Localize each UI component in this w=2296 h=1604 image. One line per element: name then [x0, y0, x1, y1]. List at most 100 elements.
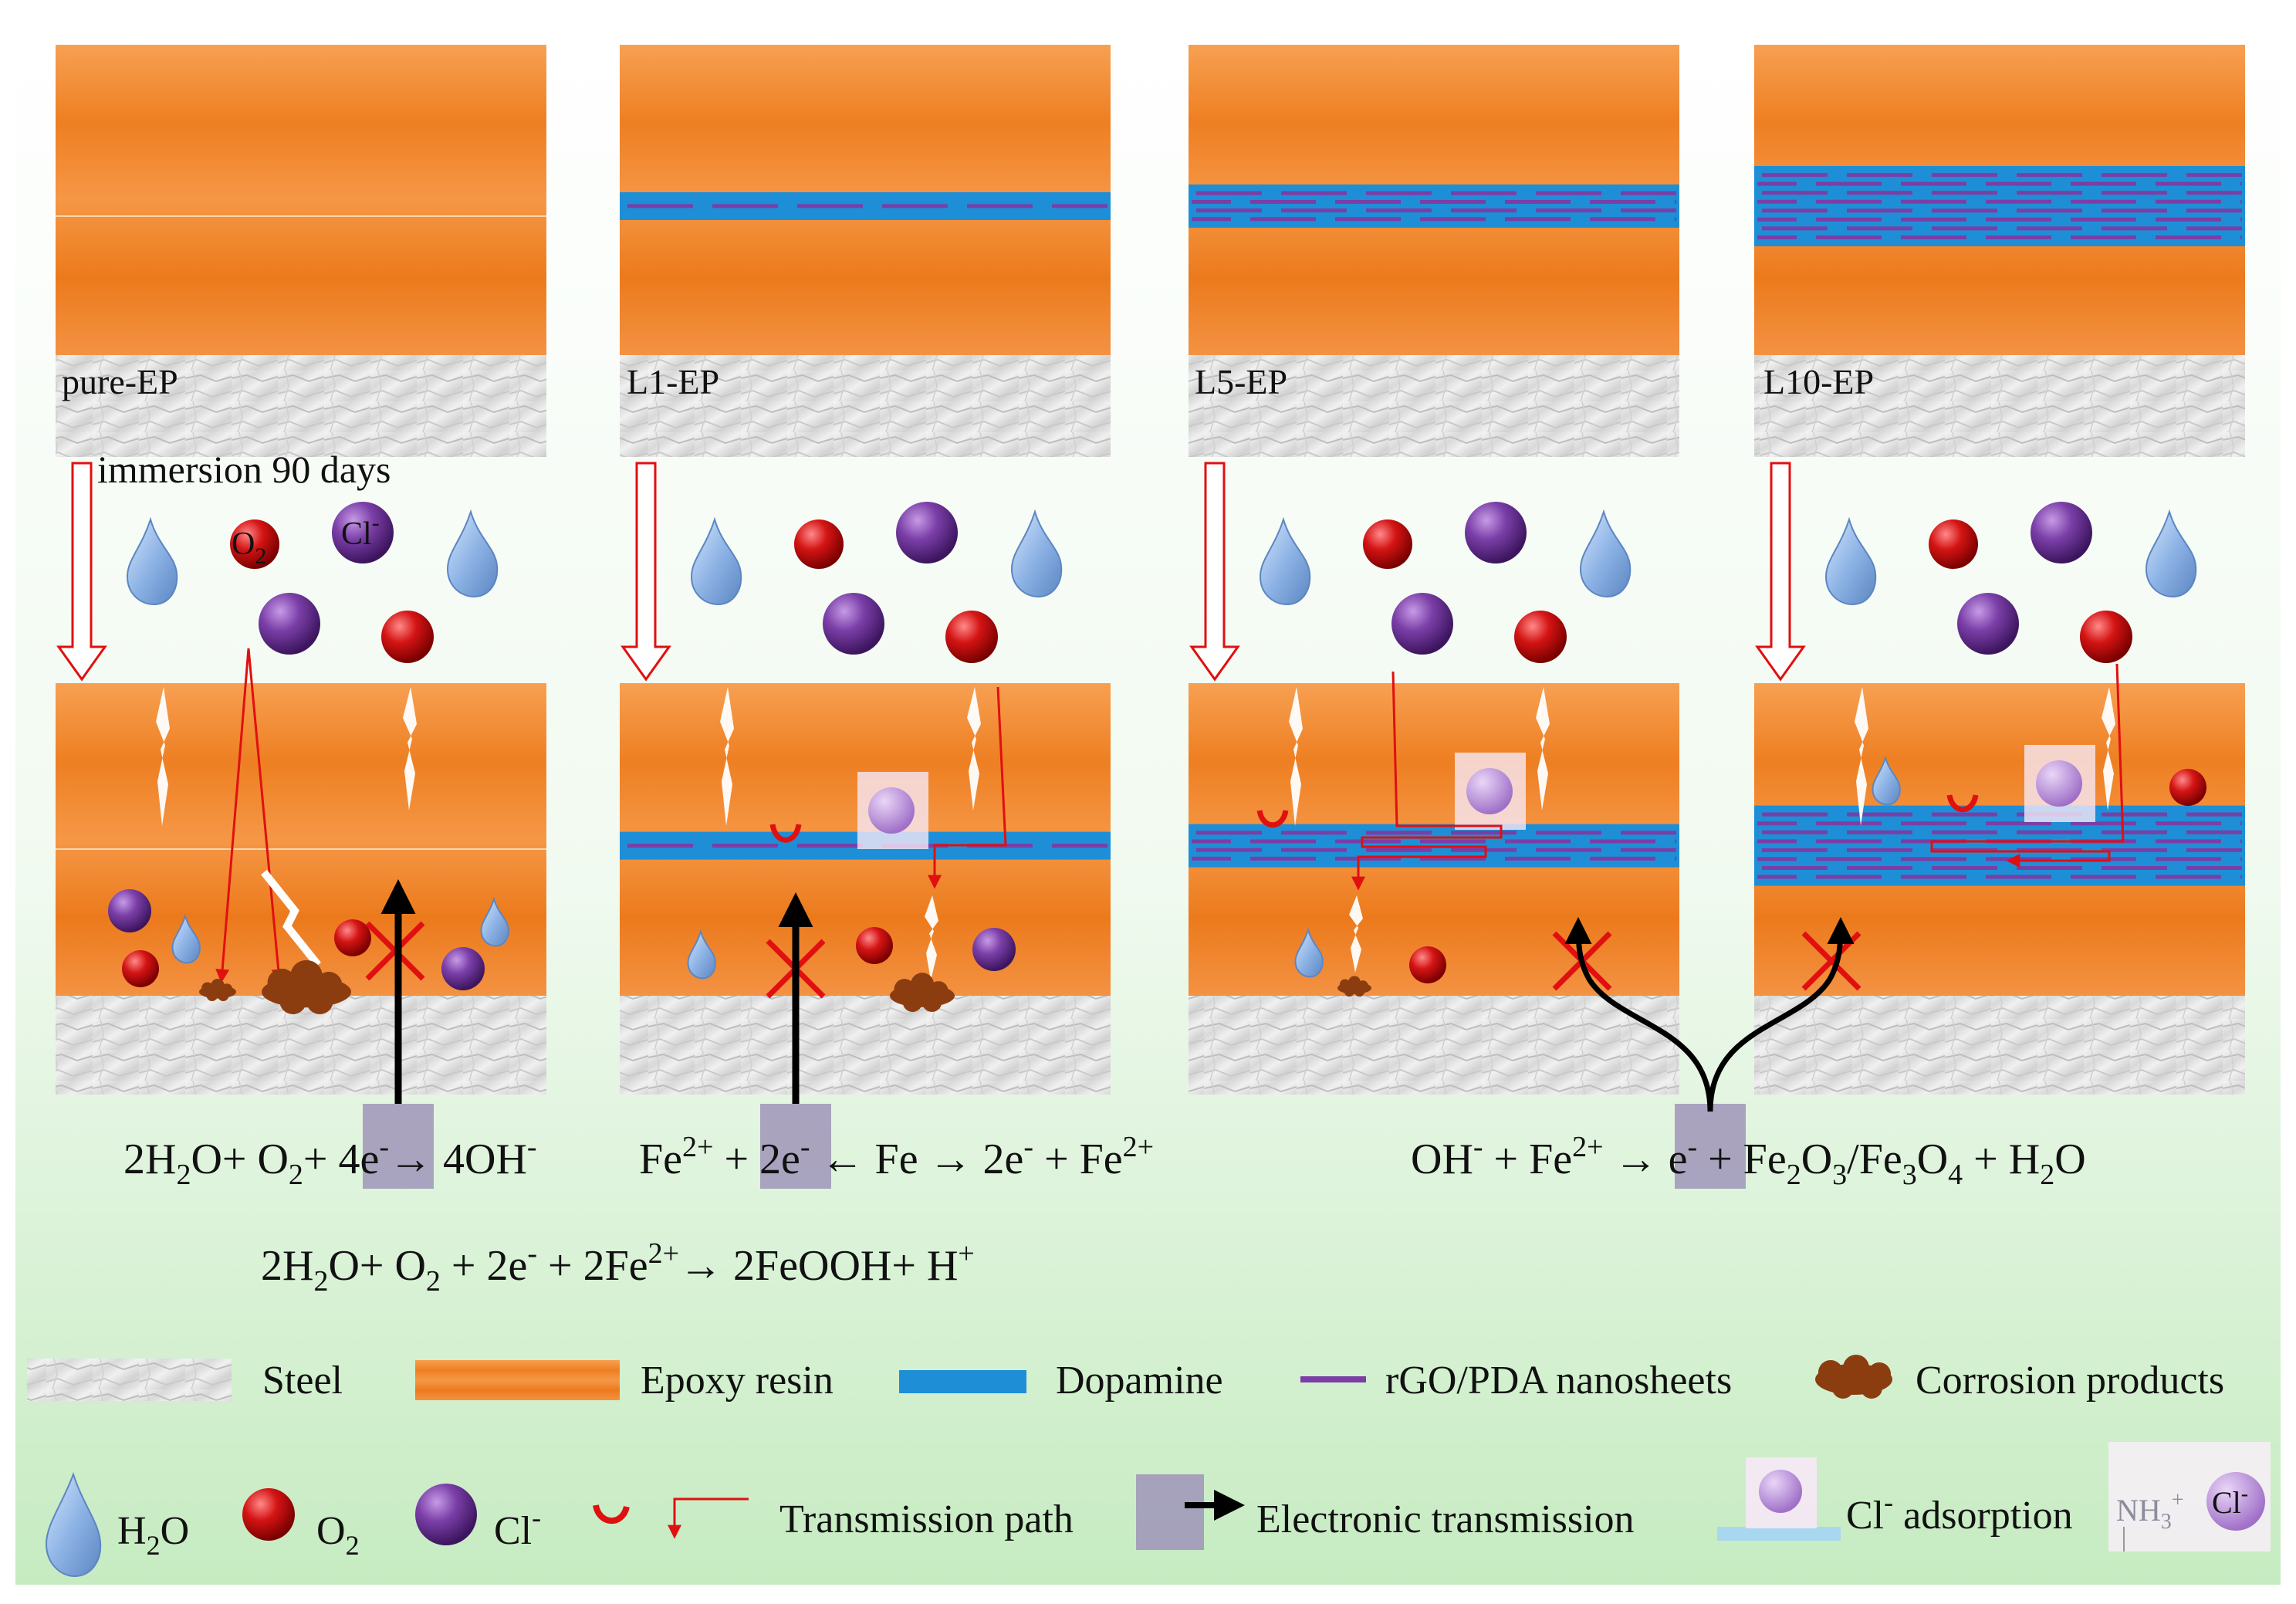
o2-molecule-b-4: [2080, 611, 2132, 663]
dopamine-band-top-2: [620, 192, 1111, 221]
panels-group: [56, 45, 2245, 1095]
steel-substrate-bottom-4: [1754, 996, 2245, 1095]
legend-o2-label: O2: [316, 1509, 360, 1561]
cl-molecule-b-1: [259, 593, 320, 655]
cl-molecule-a-3: [1465, 502, 1527, 563]
legend-corrosion-label: Corrosion products: [1916, 1359, 2224, 1403]
o2-label: O2: [232, 526, 266, 569]
crack-b-2: [967, 687, 981, 810]
o2-inside-p3: [1409, 946, 1446, 983]
panel-label-l1-ep: L1-EP: [627, 362, 719, 401]
cl-inside-p2: [972, 928, 1016, 971]
legend-water-drop-icon: [45, 1471, 102, 1578]
corrosion-product-p3: [1337, 976, 1371, 997]
legend-adsorption-cl-icon: [1759, 1470, 1802, 1513]
immersion-arrow-1: [56, 462, 107, 682]
steel-substrate-top-1: [56, 355, 546, 457]
o2-inside-p2: [856, 927, 893, 964]
electron-arrow-3: [1564, 917, 1713, 1112]
dopamine-band-top-3: [1189, 184, 1679, 228]
water-inside-p1-a: [171, 913, 201, 964]
legend-nh3-label: NH3+: [2116, 1488, 2184, 1534]
reflect-curl-p3: [1256, 810, 1289, 828]
adsorbed-cl-p2: [868, 787, 915, 834]
water-drop-a-2: [690, 516, 742, 606]
legend-corrosion-swatch: [1815, 1355, 1892, 1399]
transmission-path-p1-a: [215, 648, 250, 983]
steel-substrate-bottom-1: [56, 996, 546, 1095]
cl-label: Cl-: [341, 510, 380, 552]
legend-adsorption-label: Cl- adsorption: [1846, 1487, 2073, 1538]
corrosion-product-p2: [890, 973, 955, 1012]
crack-b-4: [2102, 687, 2115, 810]
panel-label-l5-ep: L5-EP: [1195, 362, 1287, 401]
electron-arrow-4: [1707, 917, 1855, 1112]
o2-molecule-b-1: [381, 611, 434, 663]
immersion-arrow-2: [620, 462, 671, 682]
o2-inside-p1-b: [334, 919, 371, 956]
legend-curl-path-icon: [593, 1504, 630, 1524]
legend-steel-label: Steel: [262, 1359, 343, 1403]
legend-nh3-cl-label: Cl-: [2212, 1482, 2248, 1520]
dopamine-band-bottom-4: [1754, 805, 2245, 886]
o2-inside-p1-a: [122, 950, 159, 987]
legend-cl-icon: [415, 1484, 477, 1545]
transmission-path-p4: [1930, 663, 2125, 868]
water-drop-b-3: [1579, 509, 1632, 598]
steel-substrate-top-2: [620, 355, 1111, 457]
water-drop-b-4: [2145, 509, 2197, 598]
legend-rgo-label: rGO/PDA nanosheets: [1385, 1359, 1732, 1403]
equation-anodic: Fe2+ + 2e- ← Fe → 2e- + Fe2+: [639, 1131, 1154, 1183]
electron-box-2: [760, 1104, 831, 1189]
legend-steel-swatch: [27, 1359, 232, 1401]
legend-h2o-label: H2O: [117, 1509, 189, 1561]
corrosion-product-p1-b: [262, 959, 351, 1014]
cl-inside-p1-b: [441, 947, 485, 990]
o2-molecule-b-3: [1514, 611, 1567, 663]
transmission-path-p3: [1351, 671, 1503, 891]
cl-molecule-a-4: [2031, 502, 2092, 563]
water-inside-p2: [687, 929, 716, 980]
o2-molecule-a-3: [1363, 519, 1412, 569]
crack-c-p3: [1349, 895, 1363, 973]
crack-b-3: [1536, 687, 1550, 810]
water-drop-a-4: [1824, 516, 1877, 606]
cl-molecule-b-4: [1957, 593, 2019, 655]
legend-adsorption-base: [1717, 1527, 1841, 1541]
water-drop-b-1: [446, 509, 499, 598]
o2-molecule-a-2: [794, 519, 844, 569]
immersion-label: immersion 90 days: [97, 448, 391, 491]
immersion-arrow-4: [1755, 462, 1806, 682]
legend-cl-label: Cl-: [494, 1502, 541, 1553]
water-drop-a-3: [1259, 516, 1311, 606]
crack-a-2: [720, 687, 734, 826]
water-drop-b-2: [1010, 509, 1063, 598]
water-inside-p4: [1872, 755, 1901, 806]
electron-box-3: [1675, 1104, 1746, 1189]
legend-dopamine-swatch: [899, 1370, 1026, 1393]
epoxy-coating-top-1: [56, 45, 546, 355]
water-inside-p1-b: [480, 896, 509, 947]
cl-molecule-b-2: [823, 593, 884, 655]
o2-molecule-a-4: [1929, 519, 1978, 569]
transmission-path-p2: [928, 686, 1007, 889]
immersion-arrow-3: [1189, 462, 1240, 682]
legend-epoxy-label: Epoxy resin: [641, 1359, 834, 1403]
legend-o2-icon: [242, 1488, 295, 1541]
steel-substrate-bottom-2: [620, 996, 1111, 1095]
legend-transmission-path-icon: [668, 1497, 749, 1539]
legend: Steel Epoxy resin Dopamine rGO/PDA nanos…: [27, 1355, 2271, 1578]
transmission-path-p1-b: [247, 648, 286, 983]
dopamine-band-top-4: [1754, 166, 2245, 247]
cl-molecule-b-3: [1391, 593, 1453, 655]
steel-substrate-top-3: [1189, 355, 1679, 457]
reflect-curl-p4: [1946, 794, 1979, 813]
cl-molecule-a-1: [332, 502, 394, 563]
crack-zig-p1: [261, 869, 321, 968]
legend-nh3-cl-icon: [2206, 1472, 2265, 1531]
crack-b-1: [403, 687, 417, 810]
panel-label-l10-ep: L10-EP: [1763, 362, 1874, 401]
corrosion-product-p1-a: [199, 978, 236, 1002]
